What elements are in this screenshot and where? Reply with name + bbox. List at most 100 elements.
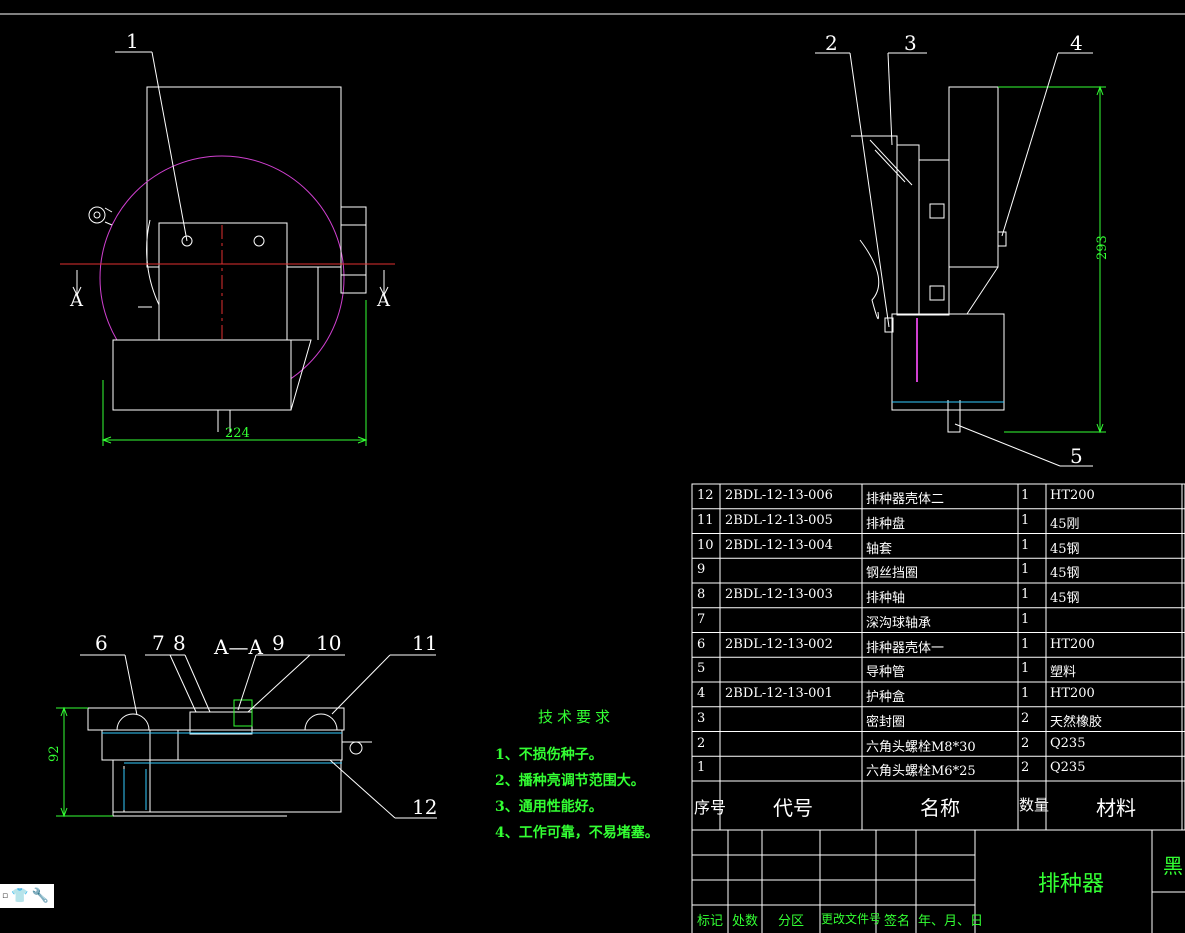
callout-1: 1 <box>126 29 139 53</box>
front-view <box>88 86 367 432</box>
bom-cell-name: 排种器壳体一 <box>866 640 945 656</box>
bom-row-lines <box>692 508 1185 782</box>
section-hatch <box>102 732 342 810</box>
bom-cell-name: 六角头螺栓M6*25 <box>866 764 976 780</box>
bom-cell-mat: Q235 <box>1050 735 1086 751</box>
callout-9: 9 <box>272 631 285 655</box>
callout-leaders-side <box>815 52 1093 467</box>
bom-cell-qty: 1 <box>1021 562 1030 578</box>
bom-cell-qty: 1 <box>1021 537 1030 553</box>
bom-cell-name: 护种盒 <box>866 690 906 705</box>
section-view <box>87 707 372 817</box>
dim-label-293: 293 <box>1095 235 1110 260</box>
callout-5: 5 <box>1070 444 1083 468</box>
bom-cell-name: 排种轴 <box>866 591 906 606</box>
bom-cell-qty: 1 <box>1021 636 1030 652</box>
bom-cell-no: 3 <box>697 710 706 726</box>
bom-cell-qty: 1 <box>1021 512 1030 528</box>
callout-7: 7 <box>152 631 165 655</box>
bom-cell-name: 钢丝挡圈 <box>866 566 919 582</box>
bom-cell-no: 8 <box>697 587 706 602</box>
bom-cell-no: 6 <box>697 636 706 652</box>
callout-11: 11 <box>412 631 437 655</box>
note-3: 3、通用性能好。 <box>495 799 603 815</box>
bom-cell-name: 排种器壳体二 <box>866 492 945 507</box>
callout-4: 4 <box>1070 31 1083 55</box>
note-4: 4、工作可靠，不易堵塞。 <box>495 825 659 841</box>
callout-6: 6 <box>95 631 108 655</box>
bom-header-no: 序号 <box>694 798 727 817</box>
bom-cell-qty: 1 <box>1021 587 1030 602</box>
callout-leader-1 <box>115 51 188 242</box>
tb-label-change-doc: 更改文件号 <box>821 912 882 926</box>
bom-cell-code: 2BDL-12-13-005 <box>725 512 833 528</box>
note-1: 1、不损伤种子。 <box>495 747 603 763</box>
bom-cell-mat: 45刚 <box>1050 516 1080 532</box>
bom-cell-code: 2BDL-12-13-003 <box>725 587 833 602</box>
bom-cell-qty: 2 <box>1021 735 1030 751</box>
notes-title: 技术要求 <box>538 708 615 726</box>
bom-cell-no: 2 <box>697 735 706 751</box>
dimension-293 <box>998 85 1106 434</box>
bom-cell-name: 六角头螺栓M8*30 <box>866 739 976 755</box>
section-bearing <box>233 699 253 727</box>
bom-cell-name: 导种管 <box>866 665 906 681</box>
bom-header-qty: 数量 <box>1019 796 1050 814</box>
wrench-icon[interactable]: 🔧 <box>31 888 49 904</box>
callout-2: 2 <box>825 31 838 55</box>
dimension-224 <box>101 300 368 446</box>
bom-cell-no: 4 <box>697 686 706 701</box>
bom-cell-qty: 1 <box>1021 686 1030 701</box>
bom-cell-name: 密封圈 <box>866 714 906 730</box>
shirt-icon[interactable]: 👕 <box>11 888 29 904</box>
section-title: A—A <box>213 635 263 659</box>
bom-cell-mat: HT200 <box>1050 636 1095 652</box>
dim-label-224: 224 <box>225 426 250 441</box>
bom-header-material: 材料 <box>1096 796 1136 820</box>
side-view <box>851 86 1007 433</box>
bom-cell-no: 10 <box>697 537 714 553</box>
dim-label-92: 92 <box>47 745 62 762</box>
bom-cell-qty: 2 <box>1021 760 1030 776</box>
tb-label-count: 处数 <box>732 914 759 929</box>
tb-label-mark: 标记 <box>697 914 724 929</box>
organization-name: 黑 <box>1163 854 1183 878</box>
bom-cell-qty: 2 <box>1021 710 1030 726</box>
bom-cell-code: 2BDL-12-13-001 <box>725 686 833 701</box>
tb-label-zone: 分区 <box>778 914 805 929</box>
bom-cell-mat: Q235 <box>1050 760 1086 776</box>
title-block-grid <box>691 830 1185 933</box>
note-2: 2、播种亮调节范围大。 <box>495 773 645 789</box>
callout-3: 3 <box>904 31 917 55</box>
callout-8: 8 <box>173 631 186 655</box>
section-marker-a: A <box>376 290 391 311</box>
dimension-92 <box>56 706 113 818</box>
viewer-toolbar: ▫ 👕 🔧 <box>0 884 54 908</box>
section-marker-a: A <box>69 290 84 311</box>
callout-12: 12 <box>412 795 437 819</box>
bom-cell-name: 轴套 <box>866 541 893 557</box>
bom-cell-mat: HT200 <box>1050 488 1095 503</box>
section-marker-left <box>72 270 82 297</box>
section-marker-right <box>379 270 389 297</box>
bom-cell-mat: 45钢 <box>1050 591 1080 606</box>
bom-cell-mat: 塑料 <box>1050 665 1077 681</box>
bom-cell-qty: 1 <box>1021 661 1030 677</box>
bom-cell-no: 12 <box>697 488 714 503</box>
bom-cell-mat: 45钢 <box>1050 541 1080 557</box>
tb-label-date: 年、月、日 <box>918 914 984 929</box>
bom-cell-code: 2BDL-12-13-006 <box>725 488 833 503</box>
bom-cell-name: 排种盘 <box>866 516 906 532</box>
bom-cell-no: 5 <box>697 661 706 677</box>
bom-cell-qty: 1 <box>1021 488 1030 503</box>
bom-cell-mat: HT200 <box>1050 686 1095 701</box>
bom-cell-name: 深沟球轴承 <box>866 615 932 631</box>
bom-header-code: 代号 <box>773 796 813 820</box>
bom-cell-mat: 天然橡胶 <box>1050 714 1103 730</box>
callout-leaders-section <box>80 654 437 819</box>
doc-icon[interactable]: ▫ <box>2 891 9 901</box>
bom-cell-no: 11 <box>697 512 714 528</box>
callout-10: 10 <box>316 631 341 655</box>
bom-cell-mat: 45钢 <box>1050 566 1080 582</box>
